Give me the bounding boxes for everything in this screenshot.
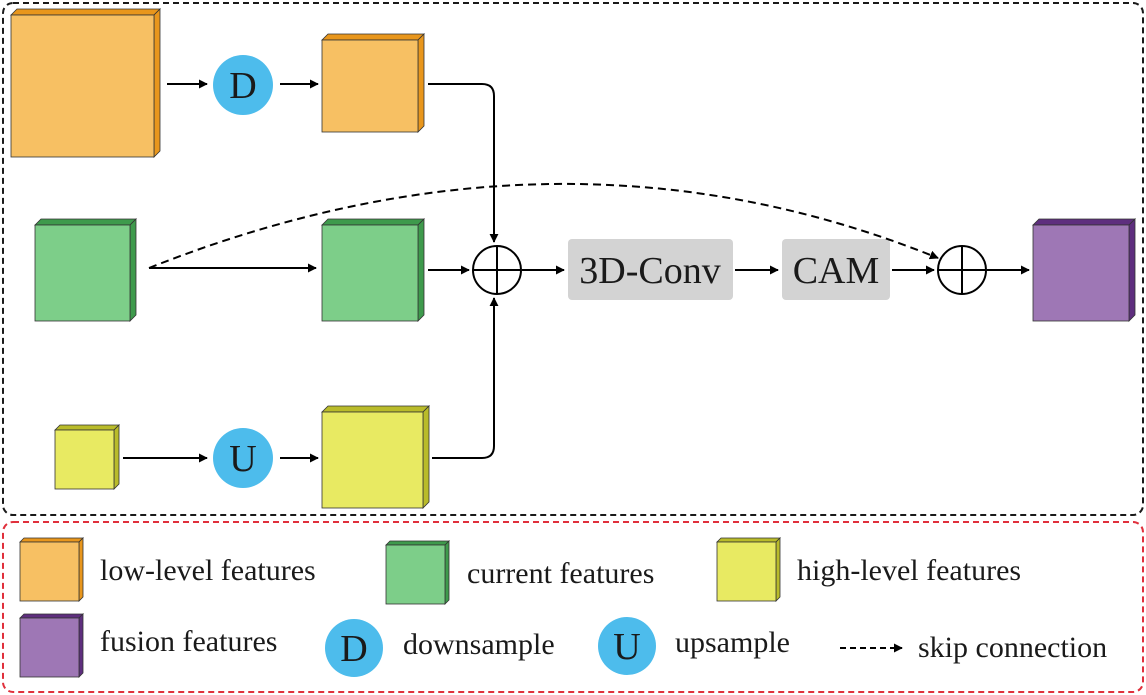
sum-node-2 [937,245,987,295]
legend-fusion-label: fusion features [100,625,277,658]
downsample-node-label: D [229,65,256,107]
legend-skip-label: skip connection [918,631,1107,664]
high-level-cube-large [321,405,430,509]
upsample-node-label: U [229,438,256,480]
conv-block: 3D-Conv [568,239,733,300]
cubes [10,8,1136,509]
legend-downsample-symbol: D [340,628,367,670]
upsample-node: U [213,428,273,488]
legend-fusion-swatch [19,613,84,678]
legend-low-label: low-level features [100,554,316,587]
cam-block: CAM [782,239,890,300]
skip-connection-arrow [148,182,939,269]
legend-frame [2,521,1144,693]
current-cube-output [321,218,425,322]
legend-upsample-symbol: U [613,626,640,668]
legend-upsample-icon: U [598,617,656,675]
arrow-low-to-sum [428,83,499,243]
legend-downsample-icon: D [325,619,383,677]
legend-current-swatch [385,540,450,605]
fusion-cube [1032,218,1136,322]
legend-low-swatch [19,537,84,602]
high-level-cube-small [54,424,120,490]
legend-high-label: high-level features [797,554,1021,587]
legend-downsample-label: downsample [403,628,555,661]
legend-upsample-label: upsample [675,626,790,659]
legend-high-swatch [716,537,781,602]
low-level-cube-large [10,8,161,158]
connections [123,79,1030,463]
arrow-high-to-sum [432,297,499,459]
sum-node-1 [472,245,522,295]
main-frame [2,2,1144,516]
conv-block-label: 3D-Conv [579,250,720,292]
low-level-cube-small [321,33,425,133]
current-cube-input [34,218,137,322]
legend-texts: low-level features current features high… [100,554,1107,677]
legend [19,537,781,678]
cam-block-label: CAM [793,250,880,292]
downsample-node: D [213,55,273,115]
legend-current-label: current features [467,557,654,590]
